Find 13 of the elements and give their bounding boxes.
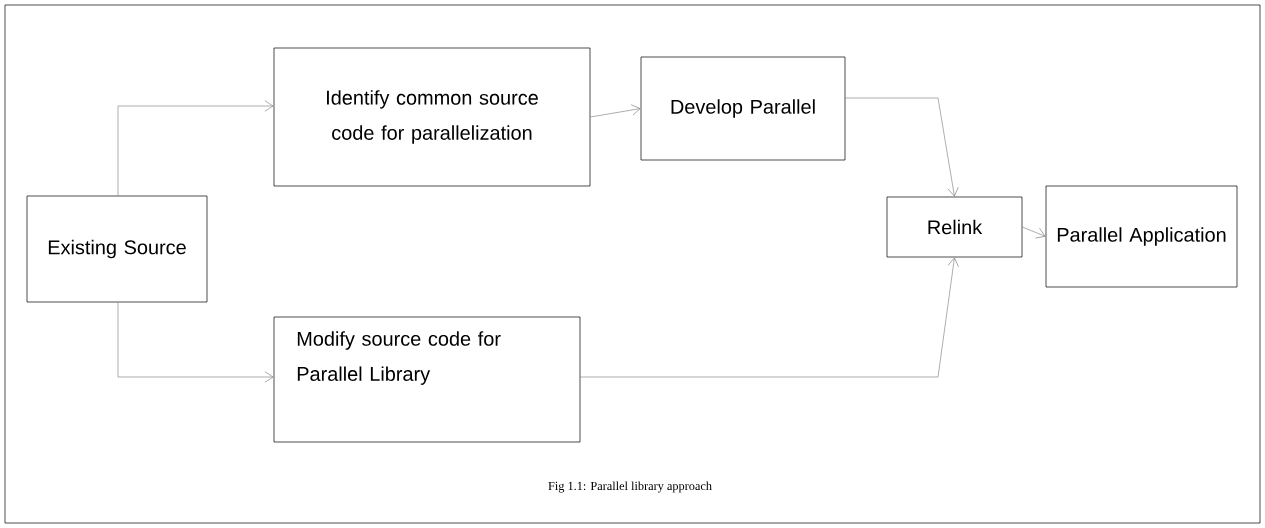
arrow: [117, 302, 274, 383]
arrow: [590, 104, 641, 118]
arrow: [845, 97, 959, 197]
process-box: Modify source code for Parallel Library: [273, 316, 581, 443]
process-box: Develop Parallel: [640, 56, 846, 161]
process-box: Identify common source code for parallelization: [273, 47, 591, 187]
process-box: Existing Source: [26, 195, 208, 303]
arrow: [1022, 226, 1046, 239]
process-box: Relink: [886, 196, 1023, 258]
arrow: [117, 100, 274, 196]
process-box: Parallel Application: [1045, 185, 1238, 288]
arrow: [580, 257, 959, 378]
figure-caption: Fig 1.1: Parallel library approach: [548, 481, 712, 493]
